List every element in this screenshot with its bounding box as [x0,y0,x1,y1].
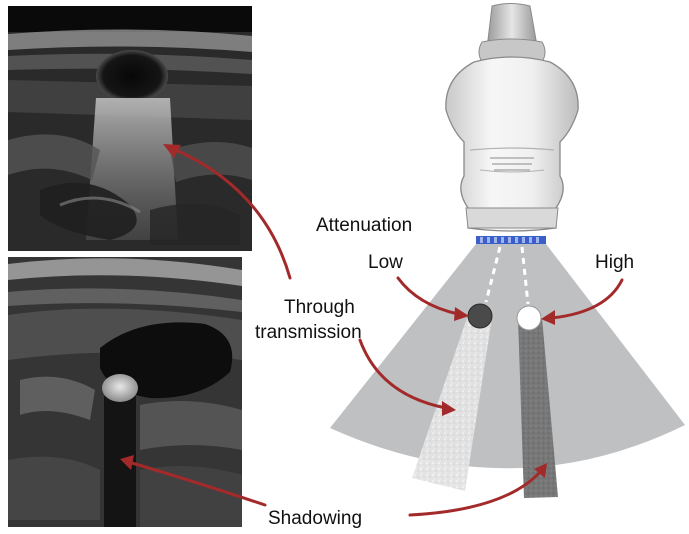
high-label: High [595,252,634,273]
high-attenuation-object [517,306,541,330]
through-label-line1: Through [284,297,355,318]
low-attenuation-object [468,304,492,328]
attenuation-label: Attenuation [316,215,412,236]
shadowing-label: Shadowing [268,508,362,529]
through-label-line2: transmission [255,322,362,343]
ultrasound-beam-fan [330,244,685,468]
ultrasound-probe-icon [446,4,578,232]
top-ultrasound-image [8,6,252,251]
low-label: Low [368,252,403,273]
transducer-elements [476,236,546,244]
